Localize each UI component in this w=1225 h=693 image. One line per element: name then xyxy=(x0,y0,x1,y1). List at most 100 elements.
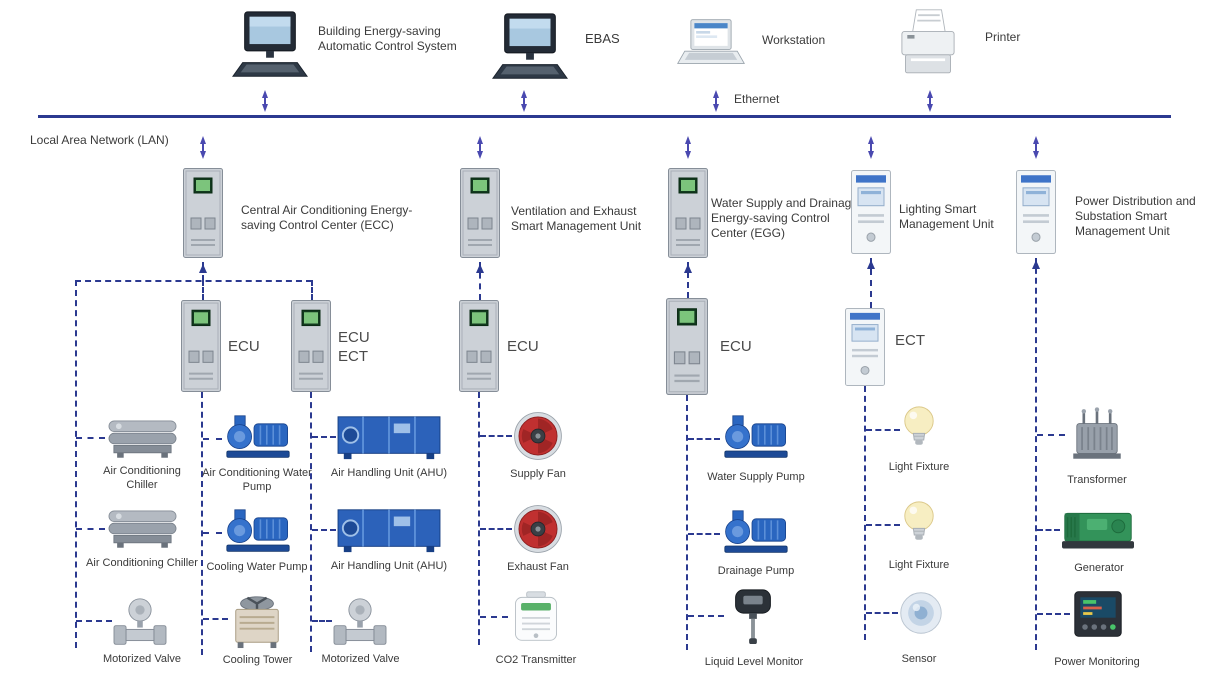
dashed-spine xyxy=(310,392,312,652)
controller-label: Central Air Conditioning Energy-saving C… xyxy=(241,203,413,232)
controller-label: Water Supply and Drainage Energy-saving … xyxy=(711,196,858,240)
device-label: Exhaust Fan xyxy=(507,561,569,573)
water-pump-icon xyxy=(222,414,294,464)
double-arrow xyxy=(521,90,527,112)
device-label: CO2 Transmitter xyxy=(495,654,577,666)
dashed-spine xyxy=(478,392,480,645)
lan-bus-line xyxy=(38,115,1171,118)
dashed-stub xyxy=(203,438,222,440)
device-label: Air Handling Unit (AHU) xyxy=(330,560,448,572)
device-label: Light Fixture xyxy=(888,559,950,571)
dashed-stub xyxy=(480,435,512,437)
dashed-stub xyxy=(203,618,228,620)
device-label: Sensor xyxy=(901,653,937,665)
dashed-stub xyxy=(203,532,222,534)
dashed-branch-line xyxy=(75,280,312,282)
co2-transmitter-icon xyxy=(508,588,564,646)
dashed-stub xyxy=(688,615,724,617)
device-label: Drainage Pump xyxy=(717,565,795,577)
dashed-spine xyxy=(75,280,77,648)
water-pump-icon xyxy=(222,508,294,558)
field-unit-label: ECT xyxy=(895,332,925,349)
double-arrow xyxy=(1033,136,1039,159)
dashed-stub xyxy=(866,524,900,526)
field-unit-label-line1: ECU xyxy=(338,329,370,346)
dashed-stub xyxy=(312,620,332,622)
control-cabinet-icon xyxy=(1016,170,1056,254)
device-label: Transformer xyxy=(1067,474,1127,486)
device-label: Air Conditioning Chiller xyxy=(86,557,198,569)
dashed-line xyxy=(311,280,313,300)
dashed-arrow-up xyxy=(476,262,484,300)
device-label: Cooling Tower xyxy=(222,654,293,666)
motorized-valve-icon xyxy=(332,596,388,648)
dashed-stub xyxy=(688,438,720,440)
device-label: Air Conditioning Water Pump xyxy=(202,467,312,493)
motorized-valve-icon xyxy=(112,596,168,648)
controller-label: Lighting Smart Management Unit xyxy=(899,202,994,231)
exhaust-fan-icon xyxy=(512,503,564,555)
device-label: Liquid Level Monitor xyxy=(704,656,804,668)
double-arrow xyxy=(713,90,719,112)
dashed-stub xyxy=(1037,434,1065,436)
light-fixture-icon xyxy=(900,404,938,457)
ecu-cabinet-icon xyxy=(291,300,331,392)
supply-fan-icon xyxy=(512,410,564,462)
desktop-computer-icon xyxy=(490,10,570,88)
device-label: Air Conditioning Chiller xyxy=(103,465,181,491)
water-pump-icon xyxy=(720,509,792,559)
dashed-stub xyxy=(1037,529,1060,531)
ect-cabinet-icon xyxy=(845,308,885,386)
power-monitoring-icon xyxy=(1070,588,1126,640)
device-label: Water Supply Pump xyxy=(707,471,805,483)
double-arrow xyxy=(200,136,206,159)
control-cabinet-icon xyxy=(183,168,223,258)
field-unit-label: ECU xyxy=(507,338,539,355)
dashed-arrow-up xyxy=(199,262,207,281)
dashed-arrow-up xyxy=(1032,258,1040,650)
laptop-icon xyxy=(676,16,746,74)
dashed-arrow-up xyxy=(867,258,875,308)
desktop-computer-icon xyxy=(230,8,310,86)
double-arrow xyxy=(685,136,691,159)
liquid-level-monitor-icon xyxy=(724,586,782,646)
chiller-icon xyxy=(105,416,180,461)
field-unit-label: ECU xyxy=(228,338,260,355)
dashed-stub xyxy=(1037,613,1070,615)
device-label: Supply Fan xyxy=(510,468,566,480)
ecu-cabinet-icon xyxy=(666,298,708,395)
double-arrow xyxy=(262,90,268,112)
double-arrow xyxy=(927,90,933,112)
ecu-cabinet-icon xyxy=(459,300,499,392)
ahu-icon xyxy=(336,412,442,462)
dashed-stub xyxy=(480,528,512,530)
device-label: Light Fixture xyxy=(888,461,950,473)
cooling-tower-icon xyxy=(228,590,286,650)
dashed-stub xyxy=(866,429,900,431)
transformer-icon xyxy=(1065,406,1129,464)
dashed-arrow-up xyxy=(684,262,692,298)
dashed-line xyxy=(202,280,204,300)
device-label: Motorized Valve xyxy=(102,653,182,665)
sensor-icon xyxy=(898,590,944,636)
top-device-label: Workstation xyxy=(762,33,826,47)
device-label: Cooling Water Pump xyxy=(206,561,308,573)
control-cabinet-icon xyxy=(668,168,708,258)
controller-label: Ventilation and Exhaust Smart Management… xyxy=(511,204,642,233)
dashed-stub xyxy=(312,529,336,531)
ecu-cabinet-icon xyxy=(181,300,221,392)
printer-icon xyxy=(896,8,960,80)
controller-label: Power Distribution and Substation Smart … xyxy=(1075,194,1196,238)
field-unit-label: ECU ECT xyxy=(338,328,370,366)
dashed-stub xyxy=(688,533,720,535)
generator-icon xyxy=(1060,506,1136,554)
dashed-stub xyxy=(866,612,898,614)
dashed-spine xyxy=(201,392,203,655)
light-fixture-icon xyxy=(900,499,938,552)
top-device-label: Printer xyxy=(985,30,1021,44)
field-unit-label: ECU xyxy=(720,338,752,355)
dashed-spine xyxy=(686,395,688,650)
control-cabinet-icon xyxy=(460,168,500,258)
double-arrow xyxy=(477,136,483,159)
